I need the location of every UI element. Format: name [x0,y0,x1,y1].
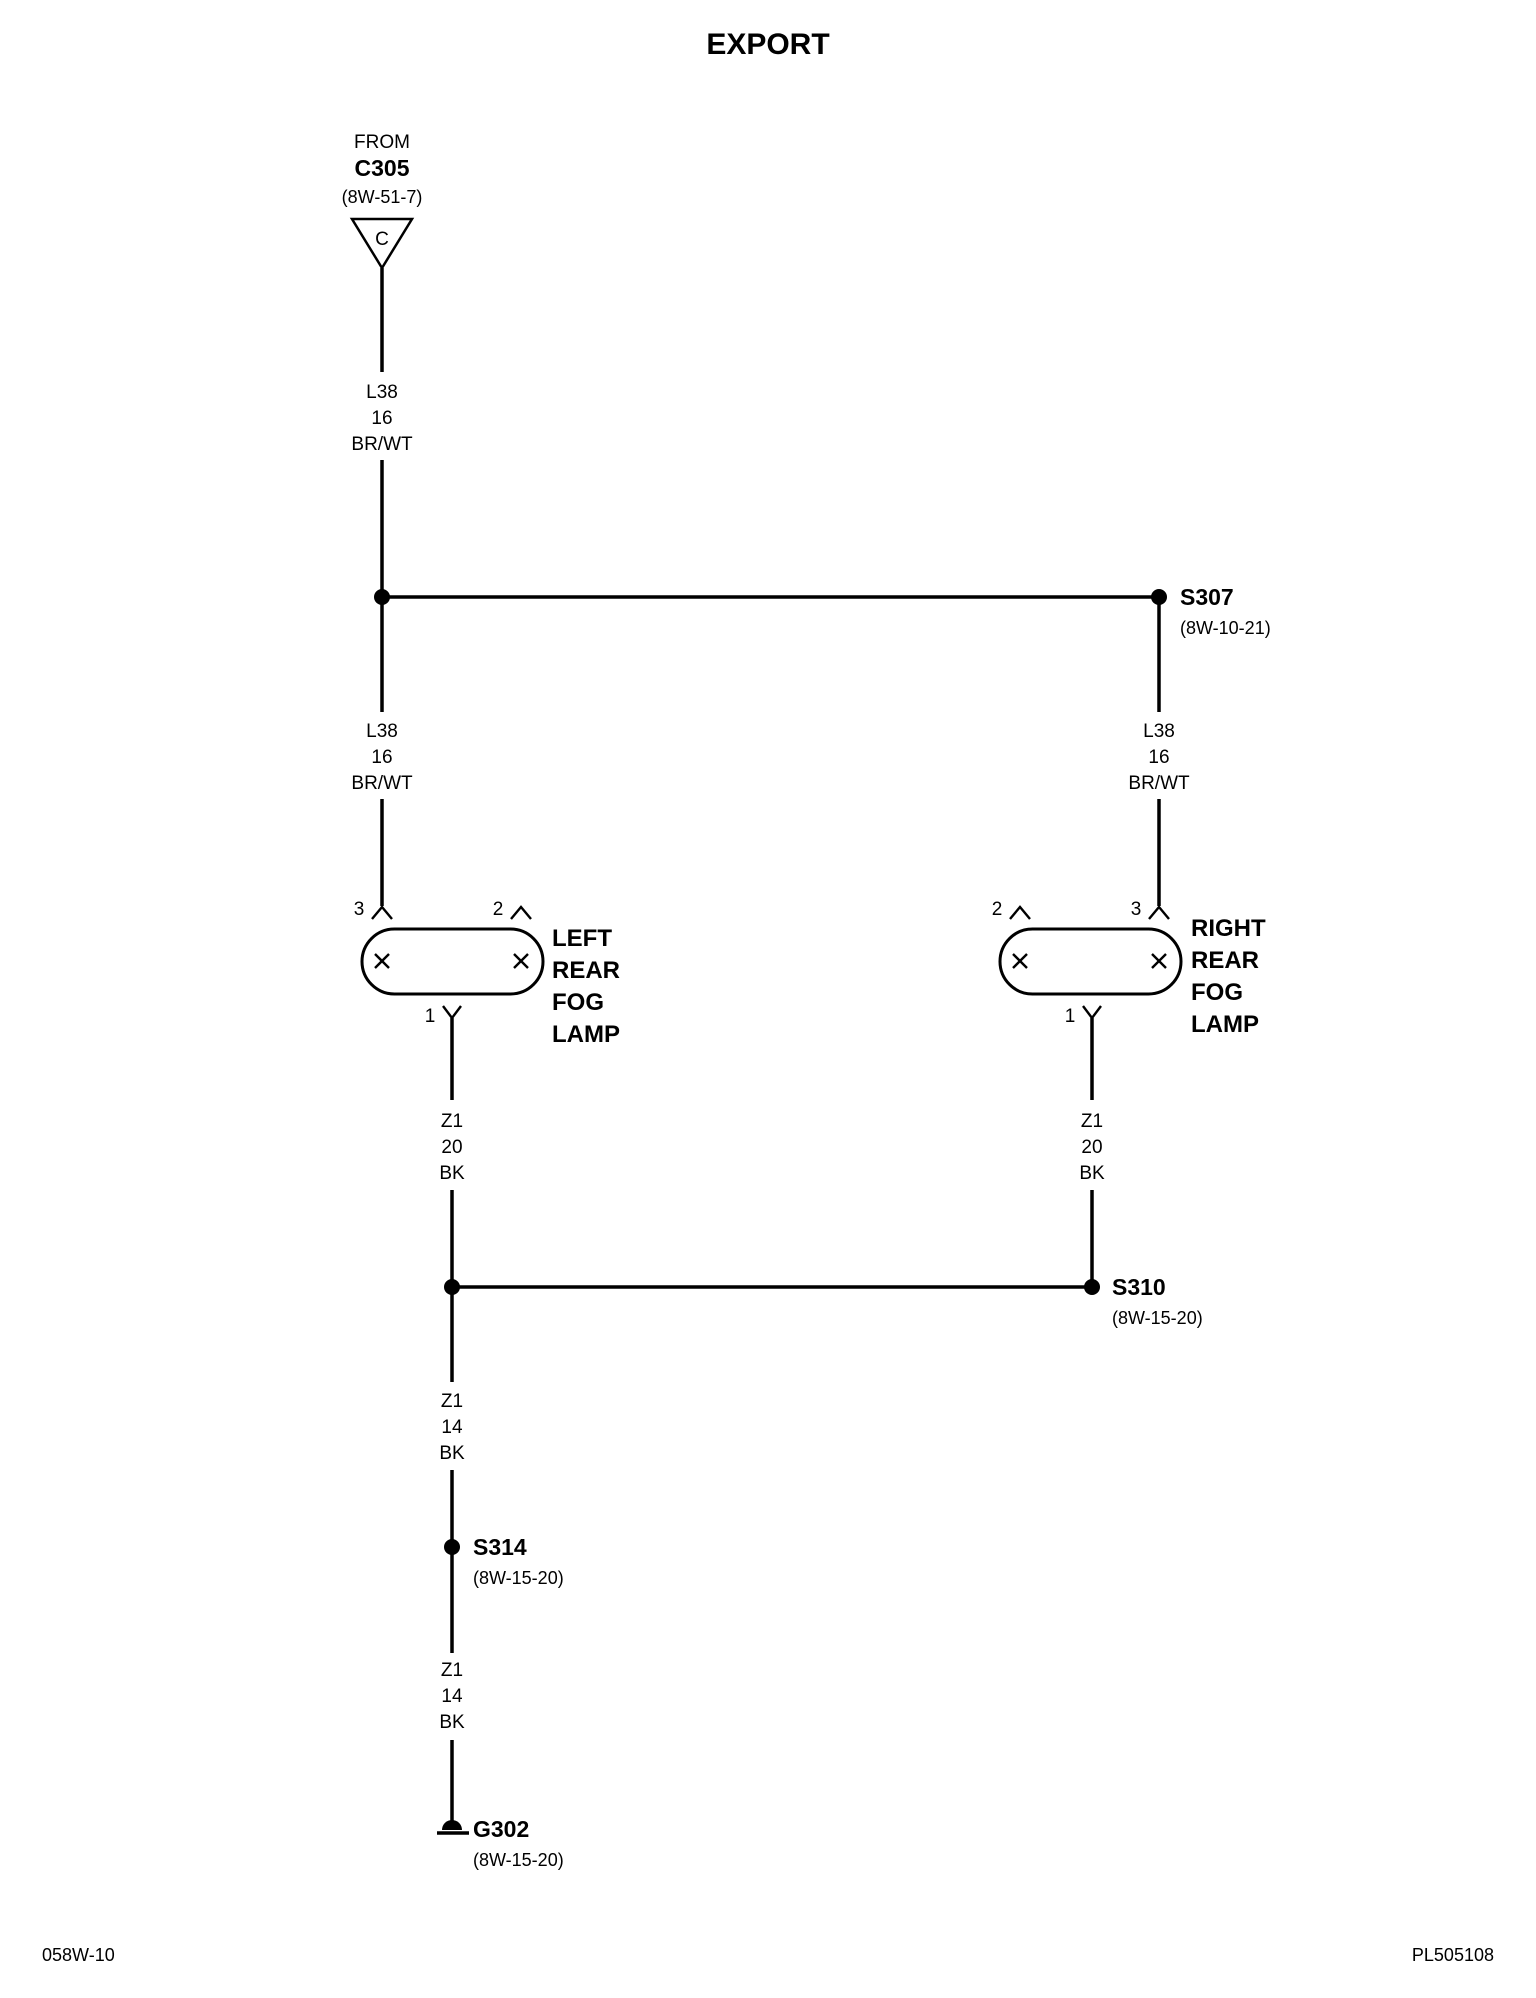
left-lamp-pin1-label: 1 [425,1006,436,1027]
wire-6-color: BK [439,1443,465,1464]
left-lamp-pin1-terminal-icon [442,1005,462,1020]
ground-icon [437,1820,469,1835]
wire-7-gauge: 14 [441,1686,463,1707]
wire-4-color: BK [439,1163,465,1184]
connector-triangle-icon [349,217,415,271]
left-lamp-label-line1: LEFT [552,925,612,952]
right-lamp-pin2-label: 2 [992,899,1003,920]
wire-7-circuit: Z1 [441,1660,463,1681]
right-lamp-label-line2: REAR [1191,947,1259,974]
left-lamp-pin3-label: 3 [354,899,365,920]
footer-figure-code: PL505108 [1412,1945,1494,1965]
right-lamp-label-line4: LAMP [1191,1011,1259,1038]
right-rear-fog-lamp: 2 3 1 RIGHT REAR FOG LAMP [992,899,1266,1038]
diagram-title: EXPORT [706,28,829,61]
left-lamp-pin3-terminal-icon [371,905,393,920]
left-lamp-label-line3: FOG [552,989,604,1016]
splice-s310-name: S310 [1112,1274,1166,1300]
wire-3-circuit: L38 [1143,721,1175,742]
left-lamp-label-line4: LAMP [552,1021,620,1048]
wire-1-color: BR/WT [351,434,413,455]
left-lamp-left-x-icon [374,953,390,969]
splice-s307-name: S307 [1180,584,1234,610]
wire-2-color: BR/WT [351,773,413,794]
right-lamp-label-line3: FOG [1191,979,1243,1006]
right-lamp-right-x-icon [1151,953,1167,969]
wire-5-gauge: 20 [1081,1137,1102,1158]
source-connector-ref: (8W-51-7) [342,187,423,207]
splice-s307-ref: (8W-10-21) [1180,618,1271,638]
splice-s310-ref: (8W-15-20) [1112,1308,1203,1328]
right-lamp-pin2-terminal-icon [1009,905,1031,920]
right-lamp-pin1-label: 1 [1065,1006,1076,1027]
right-lamp-body [998,927,1183,996]
wire-5-circuit: Z1 [1081,1111,1103,1132]
splice-s314-name: S314 [473,1534,527,1560]
wire-1-circuit: L38 [366,382,398,403]
right-lamp-left-x-icon [1012,953,1028,969]
wire-6-circuit: Z1 [441,1391,463,1412]
source-pin-label: C [375,229,389,250]
right-lamp-pin3-terminal-icon [1148,905,1170,920]
source-connector-name: C305 [355,155,410,181]
footer-page-code: 058W-10 [42,1945,115,1965]
right-lamp-pin3-label: 3 [1131,899,1142,920]
wire-7-color: BK [439,1712,465,1733]
left-lamp-pin2-label: 2 [493,899,504,920]
wire-2-circuit: L38 [366,721,398,742]
splice-s310-dot [1084,1279,1100,1295]
wire-4-circuit: Z1 [441,1111,463,1132]
left-lamp-label-line2: REAR [552,957,620,984]
wire-3-gauge: 16 [1148,747,1169,768]
wire-6-gauge: 14 [441,1417,463,1438]
ground-g302-ref: (8W-15-20) [473,1850,564,1870]
wire-2-gauge: 16 [371,747,392,768]
ground-g302-name: G302 [473,1816,529,1842]
wire-4-gauge: 20 [441,1137,462,1158]
left-lamp-right-x-icon [513,953,529,969]
source-from-label: FROM [354,132,410,153]
splice-s314-ref: (8W-15-20) [473,1568,564,1588]
left-lamp-pin2-terminal-icon [510,905,532,920]
wire-5-color: BK [1079,1163,1105,1184]
wire-1-gauge: 16 [371,408,392,429]
wire-3-color: BR/WT [1128,773,1190,794]
right-lamp-pin1-terminal-icon [1082,1005,1102,1020]
left-rear-fog-lamp: 3 2 1 LEFT REAR FOG LAMP [354,899,620,1048]
right-lamp-label-line1: RIGHT [1191,915,1266,942]
left-lamp-body [360,927,545,996]
